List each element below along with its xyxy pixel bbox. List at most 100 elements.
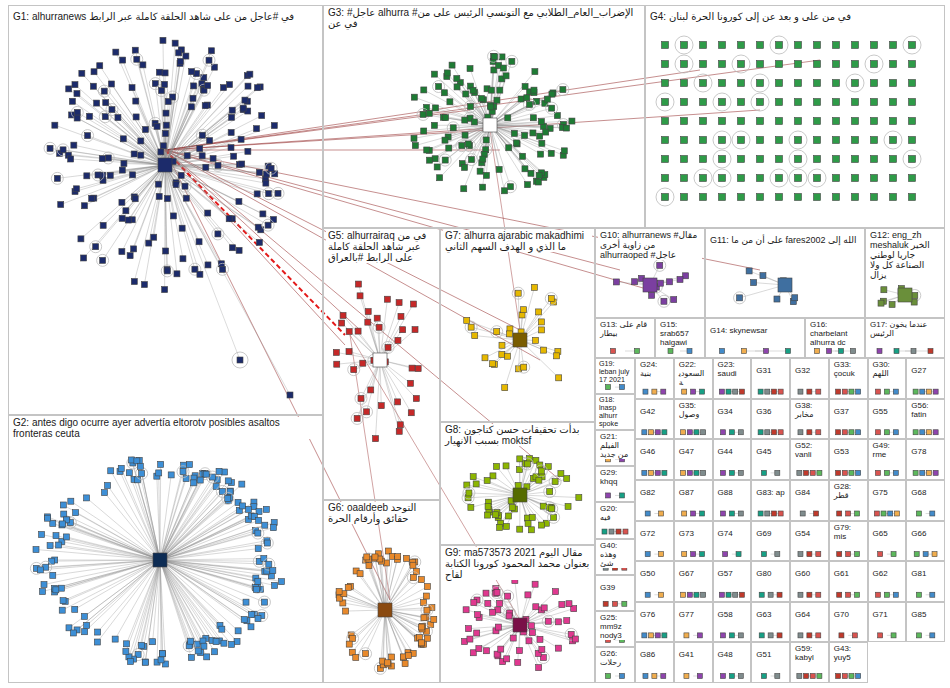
- vertex-ring: [512, 287, 524, 299]
- network-edge: [424, 90, 490, 125]
- vertex-square: [795, 61, 802, 68]
- vertex-square: [852, 99, 859, 106]
- vertex-square: [833, 42, 840, 49]
- vertex-square: [226, 82, 232, 88]
- vertex-square: [528, 623, 534, 629]
- vertex-square: [197, 146, 203, 152]
- vertex-square: [170, 213, 176, 219]
- vertex-square: [368, 387, 374, 393]
- vertex-square: [234, 638, 240, 644]
- network-edge: [160, 560, 224, 643]
- vertex-square: [470, 474, 476, 480]
- network-edge: [62, 560, 160, 610]
- vertex-square: [100, 222, 106, 228]
- vertex-square: [462, 132, 468, 138]
- vertex-square: [119, 199, 125, 205]
- vertex-square: [134, 458, 140, 464]
- vertex-square: [483, 590, 489, 596]
- vertex-square: [792, 295, 798, 301]
- network-edge: [93, 86, 165, 165]
- network-edge: [160, 560, 162, 654]
- vertex-square: [119, 215, 125, 221]
- vertex-square: [201, 75, 207, 81]
- vertex-square: [127, 253, 133, 259]
- vertex-ring: [149, 117, 161, 129]
- vertex-square: [256, 517, 262, 523]
- vertex-square: [72, 606, 78, 612]
- vertex-square: [84, 495, 90, 501]
- vertex-square: [564, 476, 570, 482]
- vertex-square: [423, 593, 429, 599]
- vertex-square: [890, 156, 897, 163]
- vertex-square: [795, 156, 802, 163]
- vertex-square: [123, 208, 129, 214]
- vertex-square: [851, 349, 856, 354]
- vertex-square: [700, 42, 707, 49]
- vertex-square: [520, 153, 526, 159]
- network-edge: [160, 480, 200, 560]
- vertex-square: [47, 145, 53, 151]
- vertex-square: [517, 526, 523, 532]
- vertex-square: [396, 428, 402, 434]
- vertex-square: [436, 84, 442, 90]
- vertex-square: [424, 635, 430, 641]
- network-edge: [46, 560, 160, 567]
- vertex-square: [159, 88, 165, 94]
- vertex-square: [245, 83, 251, 89]
- vertex-square: [408, 410, 414, 416]
- vertex-ring: [92, 169, 104, 181]
- vertex-square: [536, 477, 542, 483]
- vertex-square: [395, 554, 401, 560]
- vertex-square: [197, 271, 203, 277]
- network-edge: [385, 610, 387, 663]
- vertex-square: [333, 349, 339, 355]
- vertex-square: [79, 70, 85, 76]
- network-edge: [126, 560, 160, 644]
- network-edge: [380, 360, 400, 425]
- vertex-square: [112, 636, 118, 642]
- vertex-square: [871, 137, 878, 144]
- network-edge: [429, 113, 490, 125]
- vertex-square: [403, 555, 409, 561]
- vertex-square: [871, 80, 878, 87]
- vertex-square: [158, 461, 164, 467]
- vertex-square: [757, 61, 764, 68]
- vertex-square: [485, 512, 491, 518]
- vertex-square: [139, 470, 145, 476]
- vertex-square: [662, 99, 669, 106]
- vertex-ring: [546, 102, 558, 114]
- vertex-square: [262, 522, 268, 528]
- vertex-square: [468, 504, 474, 510]
- vertex-square: [259, 113, 265, 119]
- vertex-square: [681, 194, 688, 201]
- vertex-square: [502, 385, 508, 391]
- network-edge: [755, 351, 788, 352]
- vertex-square: [215, 231, 221, 237]
- vertex-ring: [675, 55, 693, 73]
- vertex-square: [545, 464, 551, 470]
- vertex-square: [894, 349, 899, 354]
- network-edge: [467, 320, 520, 340]
- vertex-square: [384, 660, 390, 666]
- vertex-square: [465, 141, 471, 147]
- vertex-square: [188, 638, 194, 644]
- vertex-square: [538, 319, 544, 325]
- vertex-square: [737, 295, 743, 301]
- vertex-square: [183, 195, 189, 201]
- vertex-ring: [506, 55, 518, 67]
- vertex-square: [492, 54, 498, 60]
- vertex-square: [909, 99, 916, 106]
- vertex-square: [73, 510, 79, 516]
- vertex-square: [100, 257, 106, 263]
- vertex-square: [60, 521, 66, 527]
- network-edge: [123, 60, 165, 165]
- network-edge: [490, 125, 545, 175]
- vertex-square: [852, 61, 859, 68]
- vertex-square: [839, 349, 844, 354]
- vertex-square: [662, 80, 669, 87]
- vertex-square: [47, 543, 53, 549]
- vertex-square: [97, 63, 103, 69]
- network-edge: [165, 74, 196, 165]
- vertex-square: [195, 648, 201, 654]
- vertex-square: [108, 468, 114, 474]
